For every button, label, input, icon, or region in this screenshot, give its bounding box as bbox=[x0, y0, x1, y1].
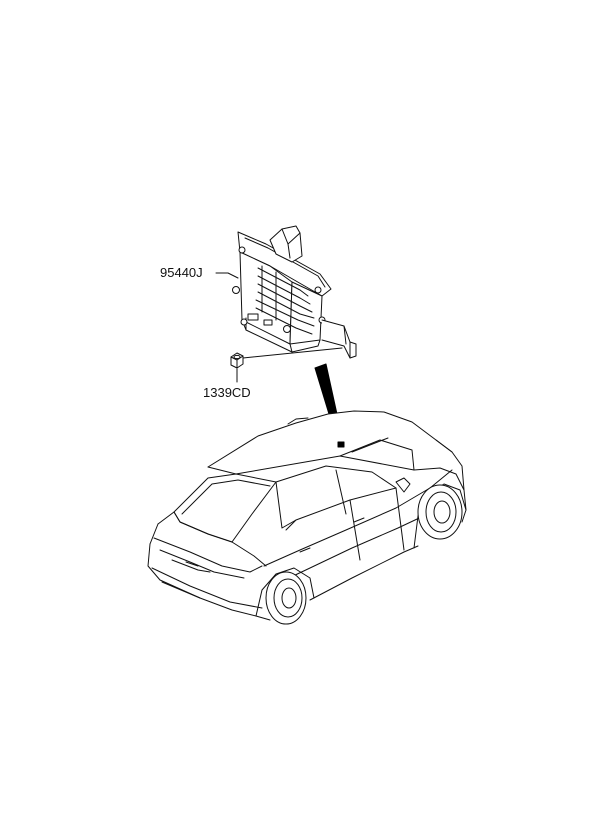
part-number-label-control-unit: 95440J bbox=[160, 265, 203, 280]
sedan-rear-three-quarter-icon bbox=[148, 411, 466, 624]
nut-icon bbox=[231, 353, 243, 368]
part-number-label-nut: 1339CD bbox=[203, 385, 251, 400]
leader-lines bbox=[216, 273, 342, 382]
control-unit-icon bbox=[233, 226, 357, 358]
